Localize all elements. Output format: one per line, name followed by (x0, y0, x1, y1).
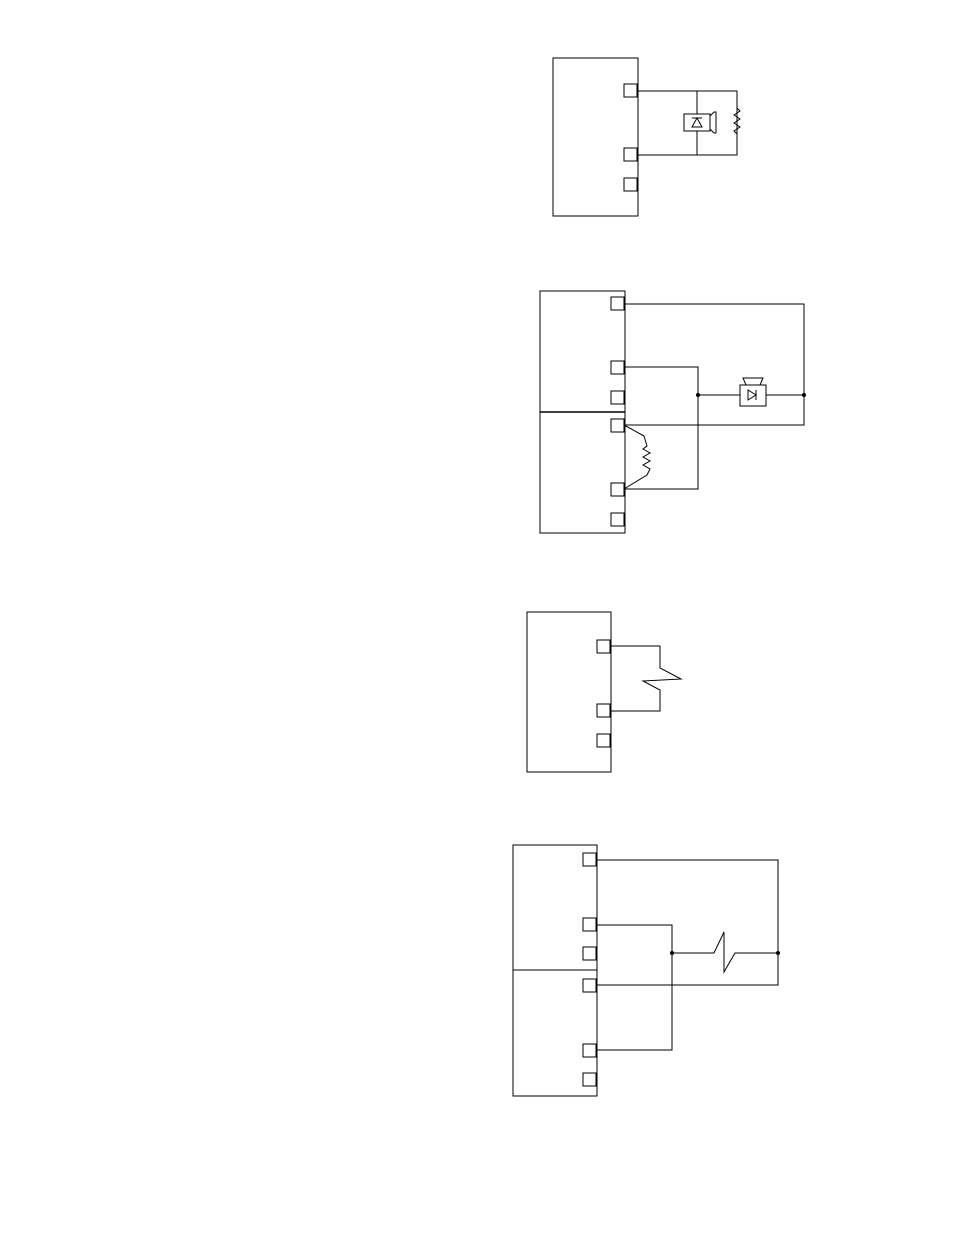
terminal-5 (611, 483, 624, 496)
resistor-icon (624, 425, 650, 489)
jumper-break-icon (672, 932, 778, 972)
terminal-5 (583, 1044, 596, 1057)
terminal-3 (583, 947, 596, 960)
diagram-2 (540, 291, 806, 533)
terminal-3 (611, 391, 624, 404)
terminal-4 (583, 979, 596, 992)
terminal-3 (624, 178, 637, 191)
terminal-2 (624, 148, 637, 161)
diode-icon (684, 112, 716, 133)
terminal-4 (611, 419, 624, 432)
terminal-1 (611, 297, 624, 310)
terminal-1 (624, 84, 637, 97)
diagram-4 (513, 845, 780, 1096)
terminal-3 (597, 734, 610, 747)
wiring (624, 304, 806, 489)
diagram-3 (527, 612, 681, 772)
module-box (527, 612, 611, 772)
junction-node (696, 393, 700, 397)
wiring (637, 91, 737, 155)
terminal-2 (611, 361, 624, 374)
terminal-6 (611, 513, 624, 526)
jumper-break-icon (610, 646, 681, 711)
junction-node (802, 393, 806, 397)
terminal-2 (597, 704, 610, 717)
module-box (553, 58, 638, 216)
terminal-6 (583, 1073, 596, 1086)
diagram-1 (553, 58, 740, 216)
terminal-1 (583, 853, 596, 866)
wiring (596, 860, 780, 1050)
terminal-1 (597, 640, 610, 653)
terminal-2 (583, 918, 596, 931)
diode-icon (740, 378, 766, 406)
